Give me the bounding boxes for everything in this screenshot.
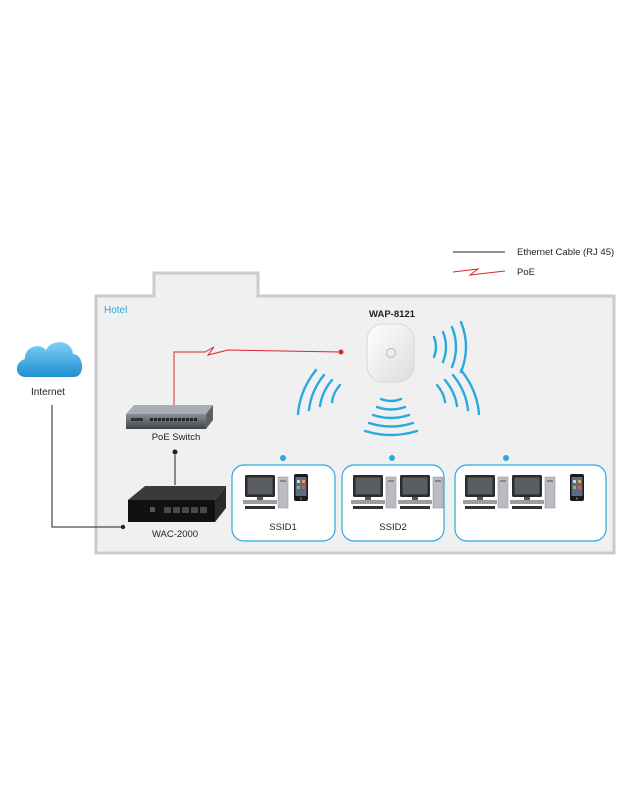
ssid-group-1: SSID1 [231, 455, 336, 542]
wireless-signal-icon [296, 320, 481, 437]
computer-icon [397, 474, 444, 510]
legend: Ethernet Cable (RJ 45) PoE [452, 247, 614, 278]
group-marker-dot [503, 455, 509, 461]
ethernet-legend-label: Ethernet Cable (RJ 45) [517, 247, 614, 258]
computer-icon [242, 474, 289, 510]
controller-icon [128, 486, 226, 522]
smartphone-icon [570, 474, 584, 501]
group-marker-dot [280, 455, 286, 461]
poe-legend-label: PoE [517, 267, 535, 278]
internet-label: Internet [31, 387, 65, 398]
cable-connector-dot [120, 524, 126, 530]
smartphone-icon [294, 474, 308, 501]
ssid-group-2: SSID2 [341, 455, 445, 542]
ssid-1-label: SSID1 [269, 522, 296, 533]
cloud-icon [16, 342, 83, 377]
controller-label: WAC-2000 [152, 529, 198, 540]
access-point-icon [366, 323, 415, 383]
switch-connector-dot [172, 449, 178, 455]
hotel-label: Hotel [104, 305, 127, 316]
poe-cable [173, 346, 341, 405]
group-marker-dot [389, 455, 395, 461]
poe-switch-label: PoE Switch [152, 432, 201, 443]
computer-icon [350, 474, 397, 510]
poe-legend-line [452, 268, 506, 276]
ssid-group-3 [454, 455, 607, 542]
access-point-label: WAP-8121 [369, 309, 416, 320]
computer-icon [509, 474, 556, 510]
computer-icon [462, 474, 509, 510]
ssid-2-label: SSID2 [379, 522, 406, 533]
poe-connector-dot [338, 349, 344, 355]
poe-switch-icon [126, 405, 213, 429]
internet-ethernet-cable [51, 405, 122, 528]
